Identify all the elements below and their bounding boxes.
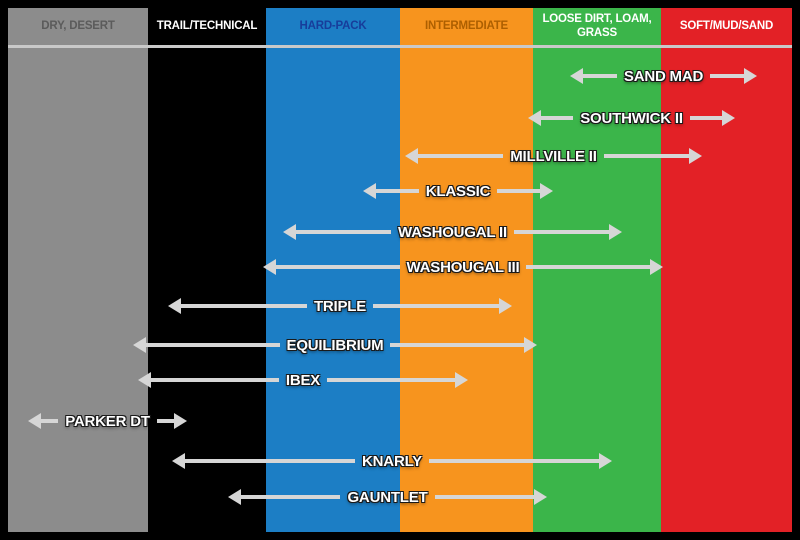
arrow-line-right — [497, 189, 540, 193]
column-header-trail-technical: TRAIL/TECHNICAL — [156, 19, 258, 32]
tire-label: TRIPLE — [313, 297, 367, 315]
arrow-line-right — [390, 343, 524, 347]
arrow-left-icon — [405, 148, 418, 164]
arrow-left-icon — [570, 68, 583, 84]
arrow-left-icon — [283, 224, 296, 240]
arrow-right-icon — [455, 372, 468, 388]
tire-label: EQUILIBRIUM — [286, 336, 384, 354]
column-header-loose-dirt-loam-grass: LOOSE DIRT, LOAM, GRASS — [542, 12, 652, 39]
column-intermediate: INTERMEDIATE — [400, 8, 533, 532]
arrow-line-right — [710, 74, 745, 78]
arrow-line-left — [241, 495, 341, 499]
arrow-line-right — [514, 230, 609, 234]
arrow-right-icon — [599, 453, 613, 469]
tire-label: KLASSIC — [425, 182, 491, 200]
row-sand-mad: SAND MAD — [570, 65, 758, 87]
arrow-left-icon — [228, 489, 241, 505]
arrow-left-icon — [138, 372, 151, 388]
arrow-right-icon — [499, 298, 513, 314]
arrow-left-icon — [528, 110, 541, 126]
arrow-left-icon — [28, 413, 41, 429]
tire-label: SOUTHWICK II — [580, 109, 683, 127]
arrow-left-icon — [363, 183, 376, 199]
column-trail-technical: TRAIL/TECHNICAL — [148, 8, 266, 532]
terrain-columns: DRY, DESERT TRAIL/TECHNICAL HARD-PACK IN… — [8, 8, 792, 532]
row-knarly: KNARLY — [172, 450, 613, 472]
column-header-soft-mud-sand: SOFT/MUD/SAND — [679, 19, 774, 32]
arrow-left-icon — [168, 298, 181, 314]
row-triple: TRIPLE — [168, 295, 513, 317]
arrow-line-left — [541, 116, 574, 120]
arrow-right-icon — [722, 110, 735, 126]
column-header-hard-pack: HARD-PACK — [299, 19, 367, 32]
tire-label: SAND MAD — [623, 67, 704, 85]
row-klassic: KLASSIC — [363, 180, 553, 202]
column-soft-mud-sand: SOFT/MUD/SAND — [661, 8, 792, 532]
arrow-line-left — [276, 265, 400, 269]
arrow-right-icon — [650, 259, 663, 275]
arrow-line-right — [327, 378, 455, 382]
row-washougal-iii: WASHOUGAL III — [263, 256, 663, 278]
arrow-line-left — [296, 230, 391, 234]
tire-label: WASHOUGAL III — [406, 258, 520, 276]
row-gauntlet: GAUNTLET — [228, 486, 547, 508]
arrow-right-icon — [744, 68, 758, 84]
arrow-right-icon — [534, 489, 547, 505]
arrow-left-icon — [172, 453, 185, 469]
column-header-intermediate: INTERMEDIATE — [425, 19, 508, 32]
arrow-left-icon — [133, 337, 146, 353]
arrow-line-left — [181, 304, 307, 308]
arrow-right-icon — [524, 337, 537, 353]
arrow-line-left — [185, 459, 356, 463]
row-southwick-ii: SOUTHWICK II — [528, 107, 735, 129]
tire-label: IBEX — [285, 371, 321, 389]
arrow-line-right — [434, 495, 534, 499]
row-washougal-ii: WASHOUGAL II — [283, 221, 622, 243]
row-equilibrium: EQUILIBRIUM — [133, 334, 537, 356]
arrow-line-right — [526, 265, 650, 269]
tire-label: GAUNTLET — [347, 488, 428, 506]
arrow-line-right — [603, 154, 690, 158]
row-ibex: IBEX — [138, 369, 468, 391]
arrow-line-left — [151, 378, 279, 382]
arrow-line-right — [689, 116, 722, 120]
column-loose-dirt-loam-grass: LOOSE DIRT, LOAM, GRASS — [533, 8, 661, 532]
tire-label: MILLVILLE II — [510, 147, 597, 165]
arrow-line-left — [418, 154, 504, 158]
arrow-line-left — [376, 189, 419, 193]
header-divider — [8, 45, 792, 48]
arrow-right-icon — [540, 183, 553, 199]
row-parker-dt: PARKER DT — [28, 410, 187, 432]
arrow-right-icon — [174, 413, 187, 429]
arrow-line-right — [156, 419, 174, 423]
arrow-line-right — [428, 459, 600, 463]
arrow-line-left — [41, 419, 59, 423]
tire-label: PARKER DT — [65, 412, 150, 430]
column-hard-pack: HARD-PACK — [266, 8, 400, 532]
tire-label: WASHOUGAL II — [398, 223, 507, 241]
column-header-dry-desert: DRY, DESERT — [41, 19, 115, 32]
arrow-left-icon — [263, 259, 276, 275]
arrow-line-left — [583, 74, 617, 78]
row-millville-ii: MILLVILLE II — [405, 145, 703, 167]
column-dry-desert: DRY, DESERT — [8, 8, 148, 532]
arrow-right-icon — [689, 148, 703, 164]
arrow-line-left — [146, 343, 280, 347]
tire-label: KNARLY — [362, 452, 422, 470]
arrow-line-right — [373, 304, 500, 308]
arrow-right-icon — [609, 224, 622, 240]
